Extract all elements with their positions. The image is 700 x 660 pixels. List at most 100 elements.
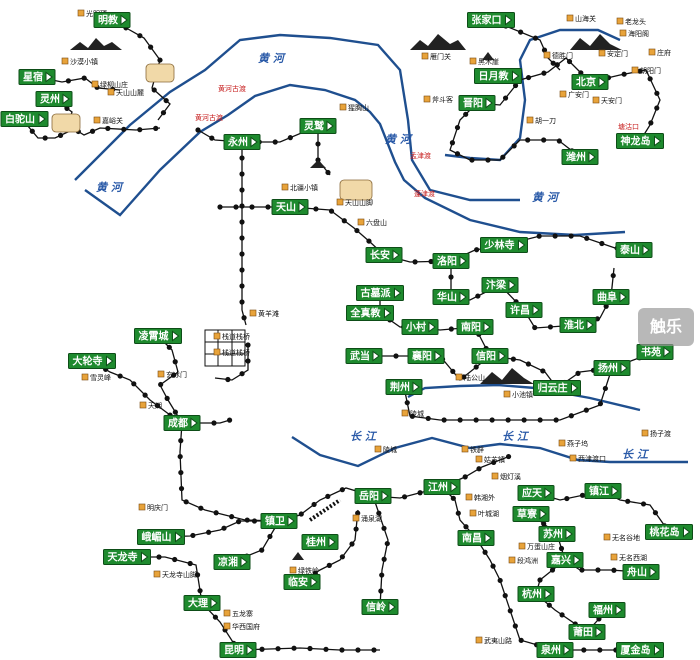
- city-yangzhou[interactable]: 扬州: [593, 360, 631, 376]
- station-dot[interactable]: [568, 413, 574, 419]
- station-dot[interactable]: [652, 510, 659, 516]
- city-xiangyang[interactable]: 襄阳: [407, 348, 445, 364]
- station-dot[interactable]: [564, 495, 570, 502]
- city-hangzhou[interactable]: 杭州: [517, 586, 555, 602]
- station-dot[interactable]: [449, 140, 456, 146]
- station-dot[interactable]: [239, 171, 245, 177]
- station-dot[interactable]: [131, 381, 137, 387]
- station-dot[interactable]: [239, 235, 245, 241]
- station-dot[interactable]: [239, 267, 245, 273]
- station-dot[interactable]: [497, 577, 503, 584]
- station-dot[interactable]: [476, 466, 482, 472]
- station-dot[interactable]: [64, 105, 70, 111]
- station-dot[interactable]: [315, 141, 321, 147]
- poi-icon[interactable]: [289, 566, 297, 574]
- city-kunming[interactable]: 昆明: [219, 642, 257, 658]
- city-taohuadao[interactable]: 桃花岛: [645, 524, 693, 540]
- station-dot[interactable]: [599, 240, 605, 247]
- station-dot[interactable]: [579, 567, 585, 573]
- station-dot[interactable]: [235, 519, 242, 525]
- city-chaoshan[interactable]: 草寮: [512, 506, 550, 522]
- city-zhenwei[interactable]: 镇卫: [260, 513, 298, 529]
- city-yingtian[interactable]: 应天: [517, 485, 555, 501]
- station-dot[interactable]: [558, 545, 565, 552]
- station-dot[interactable]: [154, 402, 160, 409]
- station-dot[interactable]: [597, 401, 604, 407]
- station-dot[interactable]: [541, 521, 547, 527]
- station-dot[interactable]: [190, 532, 196, 539]
- station-dot[interactable]: [575, 370, 581, 376]
- station-dot[interactable]: [349, 541, 355, 547]
- city-guiyunzhuang[interactable]: 归云庄: [533, 380, 581, 396]
- station-dot[interactable]: [511, 143, 517, 149]
- station-dot[interactable]: [42, 135, 48, 141]
- station-dot[interactable]: [384, 540, 390, 547]
- station-dot[interactable]: [505, 453, 512, 460]
- station-dot[interactable]: [482, 549, 488, 555]
- city-xiamen[interactable]: 厦金岛: [616, 642, 664, 658]
- station-dot[interactable]: [121, 126, 127, 132]
- station-dot[interactable]: [265, 204, 271, 210]
- station-dot[interactable]: [559, 612, 565, 618]
- station-dot[interactable]: [450, 495, 456, 501]
- station-dot[interactable]: [525, 137, 531, 143]
- station-dot[interactable]: [579, 492, 586, 498]
- station-dot[interactable]: [315, 157, 321, 163]
- station-dot[interactable]: [473, 417, 479, 423]
- station-dot[interactable]: [489, 417, 495, 423]
- poi-icon[interactable]: [503, 390, 511, 398]
- station-dot[interactable]: [537, 577, 543, 583]
- station-dot[interactable]: [518, 29, 524, 35]
- city-shusheng[interactable]: 书苑: [636, 344, 674, 360]
- station-dot[interactable]: [540, 368, 546, 374]
- station-dot[interactable]: [81, 75, 87, 81]
- station-dot[interactable]: [211, 420, 217, 426]
- station-dot[interactable]: [505, 417, 511, 423]
- station-dot[interactable]: [584, 235, 590, 241]
- station-dot[interactable]: [249, 204, 255, 210]
- city-luoyang[interactable]: 洛阳: [432, 253, 470, 269]
- city-huashan[interactable]: 华山: [432, 289, 470, 305]
- station-dot[interactable]: [239, 155, 245, 161]
- poi-icon[interactable]: [610, 553, 618, 561]
- poi-icon[interactable]: [213, 332, 221, 340]
- station-dot[interactable]: [307, 645, 313, 652]
- station-dot[interactable]: [537, 417, 543, 423]
- station-dot[interactable]: [355, 647, 361, 653]
- city-tianshan[interactable]: 天山: [271, 199, 309, 215]
- station-dot[interactable]: [137, 127, 143, 133]
- poi-icon[interactable]: [603, 533, 611, 541]
- station-dot[interactable]: [156, 554, 162, 560]
- station-dot[interactable]: [275, 646, 281, 652]
- station-dot[interactable]: [245, 342, 251, 348]
- station-dot[interactable]: [485, 157, 491, 163]
- station-dot[interactable]: [57, 132, 64, 138]
- city-huaibei[interactable]: 淮北: [559, 317, 597, 333]
- station-dot[interactable]: [178, 485, 185, 492]
- city-liangxiang[interactable]: 凉湘: [213, 554, 251, 570]
- poi-icon[interactable]: [139, 401, 147, 409]
- station-dot[interactable]: [339, 487, 345, 493]
- poi-icon[interactable]: [569, 454, 577, 462]
- station-dot[interactable]: [259, 547, 265, 553]
- station-dot[interactable]: [475, 293, 481, 299]
- city-lingzhou[interactable]: 灵州: [35, 91, 73, 107]
- poi-icon[interactable]: [336, 198, 344, 206]
- station-dot[interactable]: [455, 510, 461, 516]
- station-dot[interactable]: [379, 572, 385, 578]
- station-dot[interactable]: [640, 501, 647, 507]
- poi-icon[interactable]: [631, 66, 639, 74]
- station-dot[interactable]: [512, 82, 519, 89]
- station-dot[interactable]: [171, 372, 177, 378]
- poi-icon[interactable]: [249, 309, 257, 317]
- city-nanyang[interactable]: 南阳: [456, 319, 494, 335]
- station-dot[interactable]: [490, 563, 496, 569]
- station-dot[interactable]: [448, 326, 454, 332]
- station-dot[interactable]: [29, 128, 35, 134]
- station-dot[interactable]: [298, 511, 304, 517]
- city-emeishan[interactable]: 峨嵋山: [137, 529, 185, 545]
- station-dot[interactable]: [178, 438, 184, 444]
- poi-icon[interactable]: [423, 95, 431, 103]
- city-beijing[interactable]: 北京: [571, 74, 609, 90]
- poi-icon[interactable]: [558, 439, 566, 447]
